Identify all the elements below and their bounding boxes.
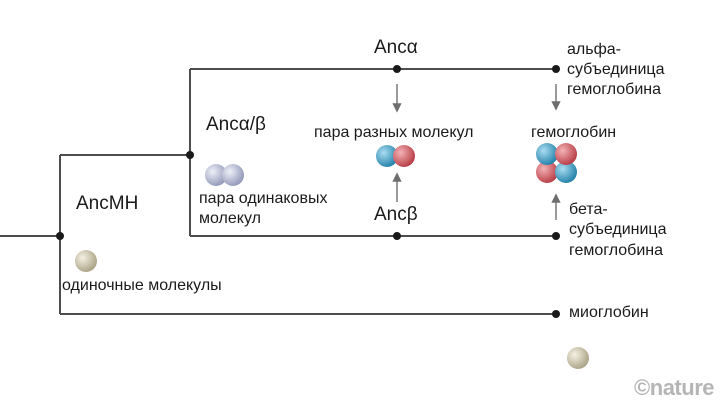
tetramer-bottom-right xyxy=(555,161,577,183)
label-beta-line3: гемоглобина xyxy=(569,242,664,259)
ancab-node xyxy=(186,151,194,159)
label-beta-line1: бета- xyxy=(569,201,608,218)
beta-subunit-node xyxy=(552,232,560,240)
ancestral-monomer-molecule xyxy=(75,250,97,272)
different-pair-alpha-molecule xyxy=(393,145,415,167)
tetramer-top-right xyxy=(555,143,577,165)
label-alpha-line2: субъединица xyxy=(567,61,665,78)
label-single-molecules: одиночные молекулы xyxy=(62,277,222,294)
node-label-ancmh: AncMH xyxy=(76,193,139,214)
label-hemoglobin: гемоглобин xyxy=(531,124,617,141)
tetramer-bottom-left xyxy=(536,161,558,183)
tree-nodes xyxy=(56,65,560,318)
node-label-anc-alpha-beta: Ancα/β xyxy=(206,114,266,135)
arrow-anc-alpha-head xyxy=(392,103,402,113)
different-pair-beta-molecule xyxy=(376,145,398,167)
identical-pair-molecule-right xyxy=(222,164,244,186)
myoglobin-node xyxy=(552,310,560,318)
node-label-anc-alpha: Ancα xyxy=(374,37,418,58)
anc-beta-node xyxy=(393,232,401,240)
label-alpha-line3: гемоглобина xyxy=(567,81,662,98)
label-identical-pair-line2: молекул xyxy=(199,210,261,227)
arrow-beta-subunit-head xyxy=(551,193,561,203)
arrows xyxy=(392,84,561,220)
label-beta-line2: субъединица xyxy=(569,221,667,238)
label-identical-pair-line1: пара одинаковых xyxy=(199,190,328,207)
ancmh-node xyxy=(56,232,64,240)
anc-alpha-node xyxy=(393,65,401,73)
node-label-anc-beta: Ancβ xyxy=(374,204,418,225)
tetramer-top-left xyxy=(536,143,558,165)
arrow-alpha-subunit-head xyxy=(551,101,561,111)
myoglobin-molecule xyxy=(567,347,589,369)
alpha-subunit-node xyxy=(552,65,560,73)
hemoglobin-tetramer xyxy=(536,143,577,183)
identical-pair-molecules xyxy=(205,164,244,186)
different-pair-molecules xyxy=(376,145,415,167)
label-different-pair: пара разных молекул xyxy=(314,124,474,141)
label-myoglobin: миоглобин xyxy=(569,304,649,321)
identical-pair-molecule-left xyxy=(205,164,227,186)
label-alpha-line1: альфа- xyxy=(567,41,621,58)
arrow-anc-beta-head xyxy=(392,172,402,182)
nature-watermark: ©nature xyxy=(634,375,714,400)
